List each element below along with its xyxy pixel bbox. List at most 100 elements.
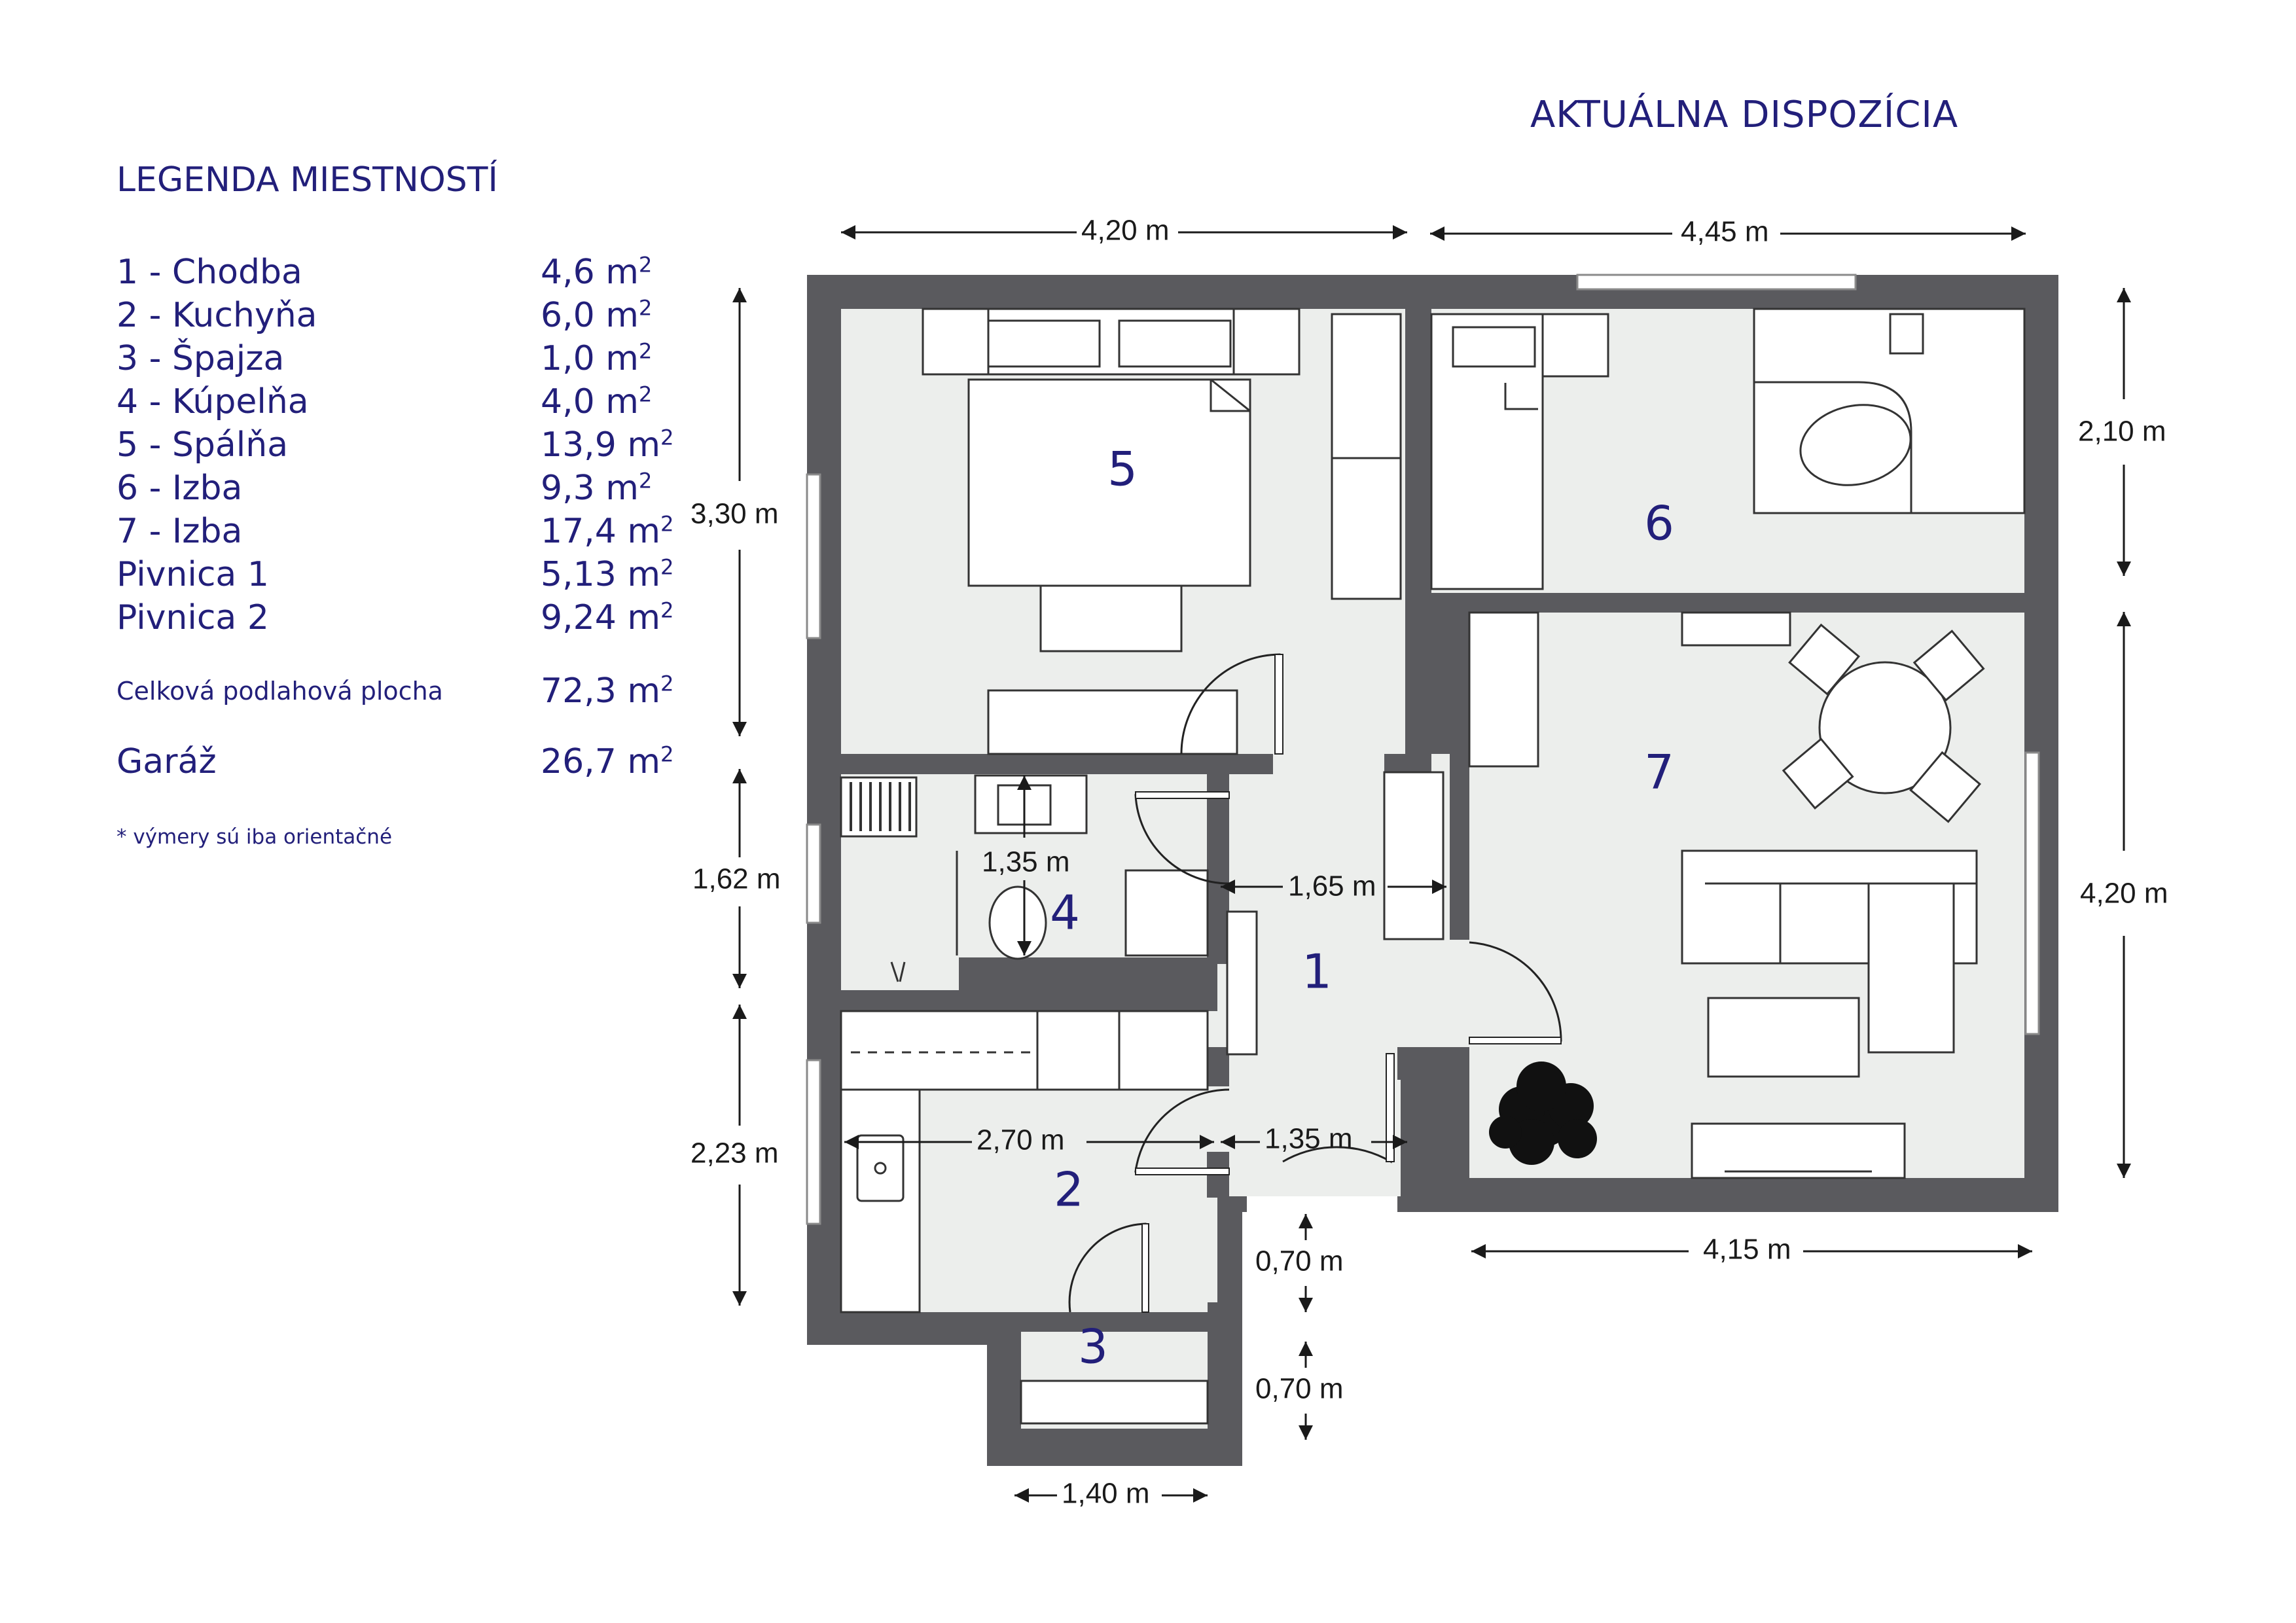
legend-garage-label: Garáž xyxy=(117,742,217,781)
door-pantry xyxy=(1068,1222,1147,1313)
dim-right-top: 2,10 m xyxy=(2078,416,2166,448)
furniture xyxy=(840,308,2026,1425)
toilet xyxy=(988,885,1047,960)
legend-room-name: Pivnica 2 xyxy=(117,598,269,637)
sofa-chaise xyxy=(1867,882,1955,1054)
dim-right-bottom: 4,20 m xyxy=(2080,878,2168,910)
coffee-table xyxy=(1707,997,1860,1078)
kitchen-counter-top xyxy=(840,1010,1209,1091)
dim-left-top: 3,30 m xyxy=(691,498,779,530)
legend-room-name: 5 - Spálňa xyxy=(117,425,289,465)
dim-bottom-right: 4,15 m xyxy=(1703,1234,1791,1266)
dim-entry-depth-1: 0,70 m xyxy=(1255,1245,1344,1277)
tall-wardrobe xyxy=(1331,313,1402,600)
bed xyxy=(967,378,1251,587)
door-bedroom xyxy=(1180,653,1281,755)
room-label-3: 3 xyxy=(1078,1319,1108,1374)
chair xyxy=(1782,738,1854,810)
legend-room-name: Pivnica 1 xyxy=(117,555,269,594)
room-label-1: 1 xyxy=(1302,944,1332,999)
room-label-7: 7 xyxy=(1644,745,1674,800)
chair xyxy=(1909,751,1982,823)
dim-pantry-width: 1,40 m xyxy=(1062,1478,1150,1510)
legend-room-row: 4 - Kúpelňa 4,0 m2 xyxy=(117,380,652,423)
legend-title: LEGENDA MIESTNOSTÍ xyxy=(117,160,498,200)
legend-room-row: 7 - Izba 17,4 m2 xyxy=(117,510,673,553)
hall-bench xyxy=(1226,910,1258,1056)
legend-room-name: 2 - Kuchyňa xyxy=(117,296,317,335)
dim-left-bottom: 2,23 m xyxy=(691,1137,779,1169)
dim-bath-width: 1,35 m xyxy=(982,846,1070,878)
door-leaves xyxy=(1135,654,1562,1313)
legend-garage-row: Garáž 26,7 m2 xyxy=(117,739,673,785)
dim-top-left: 4,20 m xyxy=(1081,215,1170,247)
bedroom-wardrobe-top xyxy=(922,308,1300,376)
window-kitchen xyxy=(806,1059,821,1225)
chair xyxy=(1788,623,1861,696)
radiator xyxy=(840,776,918,838)
windows xyxy=(806,274,2040,1225)
legend-room-area: 6,0 m2 xyxy=(541,295,653,335)
hall-cabinet xyxy=(1383,771,1444,940)
legend-garage-area: 26,7 m2 xyxy=(541,741,674,781)
legend-room-row: Pivnica 1 5,13 m2 xyxy=(117,553,673,596)
legend-room-area: 9,3 m2 xyxy=(541,468,653,508)
legend-room-name: 6 - Izba xyxy=(117,469,243,508)
legend-note: * výmery sú iba orientačné xyxy=(117,825,393,849)
room-label-5: 5 xyxy=(1107,442,1138,497)
dimension-lines xyxy=(732,225,2131,1503)
legend-total-row: Celková podlahová plocha 72,3 m2 xyxy=(117,668,673,714)
floor-entry xyxy=(1247,1152,1397,1196)
legend-room-area: 1,0 m2 xyxy=(541,338,653,378)
plan-title: AKTUÁLNA DISPOZÍCIA xyxy=(1530,94,1959,136)
dresser xyxy=(987,689,1238,755)
room-label-2: 2 xyxy=(1054,1162,1084,1217)
window-bathroom xyxy=(806,823,821,924)
dim-kitchen-width: 2,70 m xyxy=(977,1124,1065,1156)
legend-total-label: Celková podlahová plocha xyxy=(117,677,443,705)
tv-unit xyxy=(1691,1122,1906,1179)
legend-room-name: 7 - Izba xyxy=(117,512,243,551)
door-bathroom xyxy=(1134,794,1230,885)
office-chair xyxy=(1799,404,1912,486)
legend-room-area: 9,24 m2 xyxy=(541,597,674,637)
legend-room-area: 4,0 m2 xyxy=(541,382,653,421)
legend-room-row: 2 - Kuchyňa 6,0 m2 xyxy=(117,294,652,337)
room-label-4: 4 xyxy=(1050,885,1080,940)
legend-room-name: 4 - Kúpelňa xyxy=(117,382,309,421)
legend-room-area: 4,6 m2 xyxy=(541,252,653,292)
bed-bench xyxy=(1039,584,1183,652)
legend-room-area: 13,9 m2 xyxy=(541,425,674,465)
legend-total-area: 72,3 m2 xyxy=(541,671,674,711)
inner-walls xyxy=(841,301,2024,1433)
legend-room-row: 6 - Izba 9,3 m2 xyxy=(117,467,652,510)
legend-room-row: 3 - Špajza 1,0 m2 xyxy=(117,337,652,380)
plant-icon xyxy=(1489,1061,1597,1165)
bunk-bed xyxy=(1430,313,1544,590)
dim-hall-lower-width: 1,35 m xyxy=(1265,1123,1353,1155)
window-room7 xyxy=(2024,751,2040,1035)
legend-room-row: Pivnica 2 9,24 m2 xyxy=(117,596,673,639)
window-room6 xyxy=(1576,274,1857,291)
pantry-shelf xyxy=(1020,1380,1209,1425)
legend-room-row: 5 - Spálňa 13,9 m2 xyxy=(117,423,673,467)
washer xyxy=(1124,869,1209,957)
sideboard xyxy=(1681,611,1791,647)
dim-entry-depth-2: 0,70 m xyxy=(1255,1373,1344,1405)
shelf-7 xyxy=(1468,611,1539,768)
doors xyxy=(1068,653,1562,1313)
legend-room-area: 17,4 m2 xyxy=(541,511,674,551)
room-label-6: 6 xyxy=(1644,496,1674,551)
legend-room-area: 5,13 m2 xyxy=(541,554,674,594)
door-kitchen xyxy=(1134,1088,1230,1173)
legend-room-name: 3 - Špajza xyxy=(117,339,285,378)
door-entry xyxy=(1282,1054,1392,1164)
chair xyxy=(1912,630,1985,702)
door-room7 xyxy=(1469,941,1562,1042)
dim-top-right: 4,45 m xyxy=(1681,216,1769,248)
window-bedroom xyxy=(806,473,821,639)
dim-left-mid: 1,62 m xyxy=(692,863,781,895)
